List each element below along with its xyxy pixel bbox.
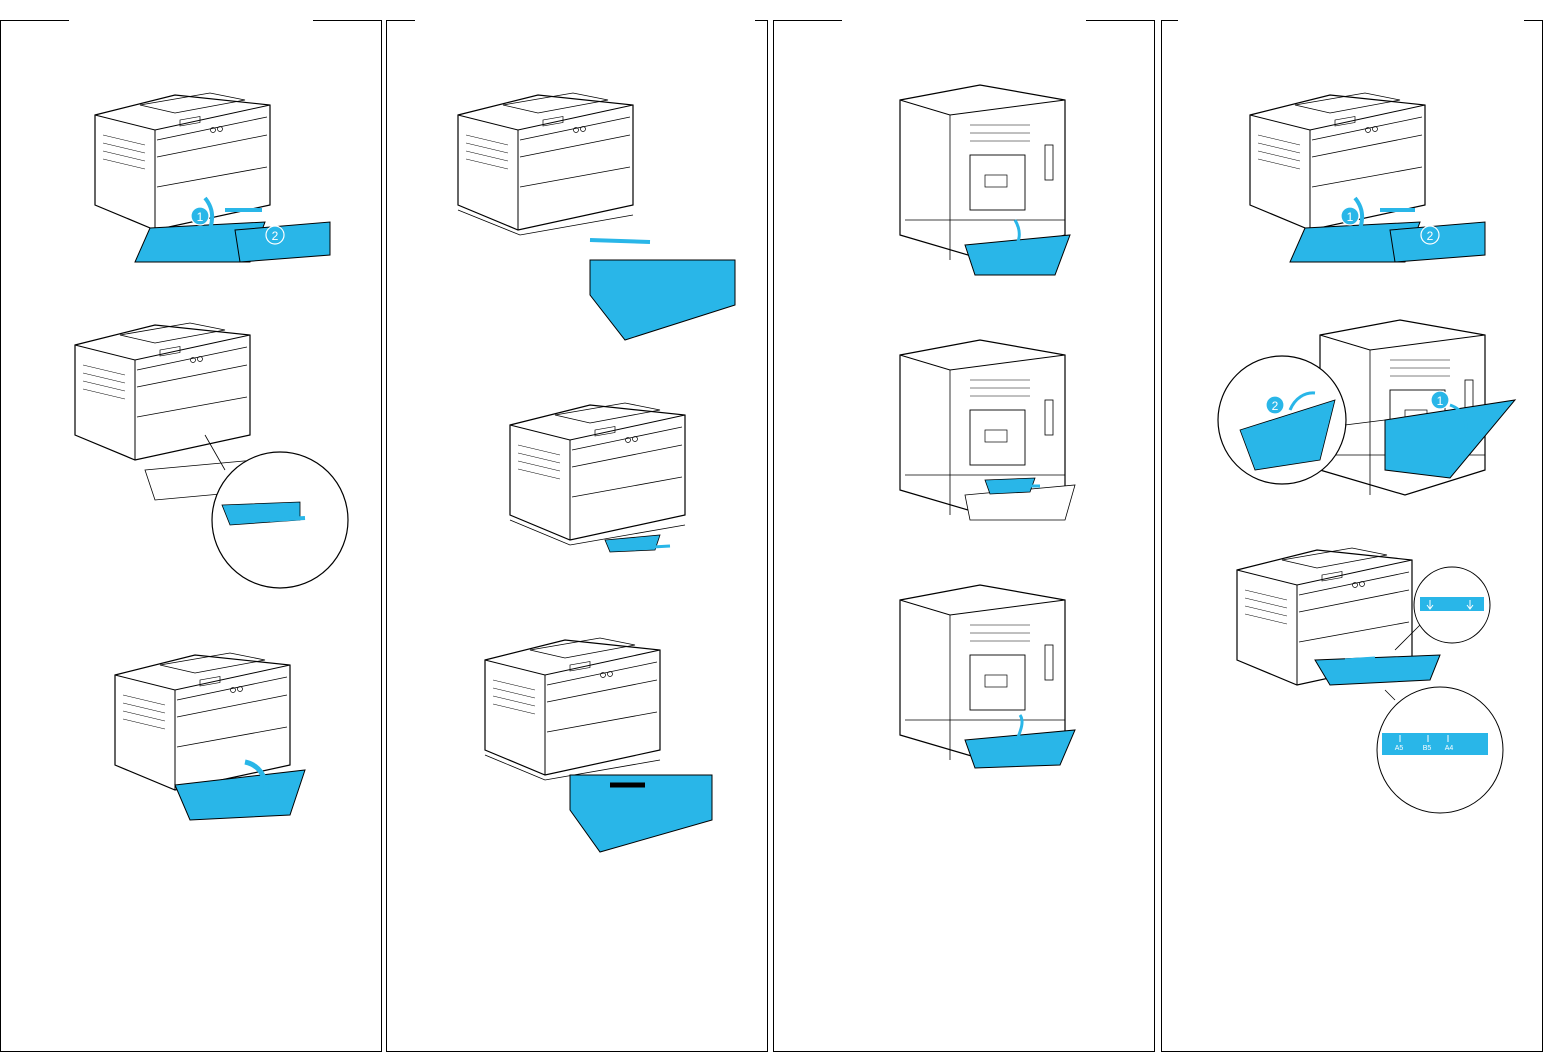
callout-1: 1 [1437, 394, 1444, 408]
callout-2: 2 [272, 229, 279, 243]
p3-step2-remove-paper [900, 340, 1075, 520]
callout-2: 2 [1427, 229, 1434, 243]
p2-step2-remove-paper [510, 403, 685, 552]
p1-step2-remove-paper [75, 323, 348, 588]
size-label-b5: B5 [1423, 745, 1432, 752]
p4-step1-open-tray: 1 2 [1250, 93, 1485, 262]
p2-step1-pull-cassette [458, 93, 735, 340]
p3-step1-open-rear [900, 85, 1070, 275]
p3-step3-close-rear [900, 585, 1075, 768]
p4-step2-duplex: 1 2 [1218, 320, 1515, 495]
size-label-a5: A5 [1395, 745, 1404, 752]
callout-2: 2 [1272, 399, 1279, 413]
p1-step3-close-tray [115, 653, 305, 820]
callout-1: 1 [197, 210, 204, 224]
size-label-a4: A4 [1445, 745, 1454, 752]
callout-1: 1 [1347, 210, 1354, 224]
p1-step1-open-tray: 1 2 [95, 93, 330, 262]
p4-step3-load-paper: A5 B5 A4 [1237, 548, 1503, 813]
p2-step3-insert-cassette [485, 638, 712, 852]
